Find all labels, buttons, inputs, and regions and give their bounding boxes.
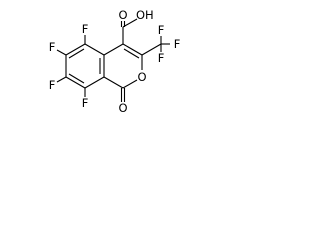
atom-carboxyl-o: O xyxy=(118,8,127,22)
bond-c7-c8-inner xyxy=(68,73,85,84)
atom-f-c6: F xyxy=(49,40,56,54)
bonds xyxy=(56,18,170,102)
structure-diagram: F F F F O OH O O F F F xyxy=(49,8,181,115)
atom-labels: F F F F O OH O O F F F xyxy=(49,8,181,115)
bond-c6-f xyxy=(56,49,67,56)
bond-c4a-c4 xyxy=(103,43,124,56)
atom-carboxyl-oh: OH xyxy=(136,8,154,22)
atom-ring-o: O xyxy=(137,70,146,84)
atom-carbonyl-o: O xyxy=(118,101,127,115)
bond-c4a-c5 xyxy=(84,43,105,56)
atom-f-c8: F xyxy=(82,96,89,110)
bond-o2-c1 xyxy=(122,79,138,89)
bond-cooh-oh xyxy=(122,18,138,28)
bond-c7-c8 xyxy=(65,76,86,89)
atom-cf3-f-top: F xyxy=(158,23,165,37)
bond-c3-cf3 xyxy=(141,43,162,56)
atom-f-c5: F xyxy=(82,22,89,36)
atom-cf3-f-right: F xyxy=(174,37,181,51)
bond-c5-c6 xyxy=(65,43,86,56)
atom-cf3-f-bottom: F xyxy=(158,51,165,65)
atom-f-c7: F xyxy=(49,78,56,92)
bond-c4-c3 xyxy=(122,43,143,56)
bond-c1-c8a xyxy=(103,76,124,89)
bond-c5-c6-inner xyxy=(68,48,85,59)
bond-c4-c3-inner xyxy=(123,48,140,59)
bond-c7-f xyxy=(56,76,67,83)
bond-c8-c8a xyxy=(84,76,105,89)
